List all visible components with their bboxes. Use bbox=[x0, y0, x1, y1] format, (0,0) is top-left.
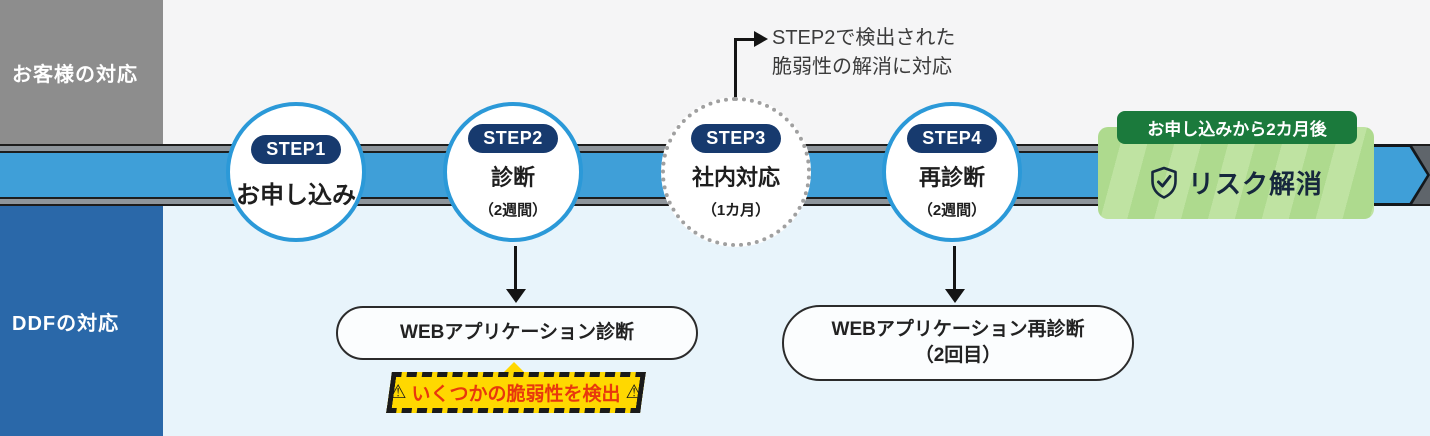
annotation-arrow-vertical bbox=[734, 38, 737, 98]
step2-badge: STEP2 bbox=[468, 124, 558, 153]
step2-down-arrow-line bbox=[514, 246, 517, 290]
step4-down-arrow-line bbox=[953, 246, 956, 290]
step3-title: 社内対応 bbox=[691, 165, 780, 190]
step3-circle: STEP3 社内対応 （1カ月） bbox=[661, 97, 811, 247]
step4-down-arrowhead-icon bbox=[945, 289, 965, 303]
warning-triangle-icon: ⚠ bbox=[389, 382, 407, 403]
step2-circle: STEP2 診断 （2週間） bbox=[443, 102, 583, 242]
web-app-rediagnosis-box: WEBアプリケーション再診断 （2回目） bbox=[782, 305, 1134, 381]
warning-banner-notch bbox=[503, 362, 525, 373]
step2-down-arrowhead-icon bbox=[506, 289, 526, 303]
step3-duration: （1カ月） bbox=[701, 202, 771, 219]
background-bottom bbox=[0, 206, 1430, 436]
annotation-line2: 脆弱性の解消に対応 bbox=[772, 56, 952, 78]
step4-circle: STEP4 再診断 （2週間） bbox=[882, 102, 1022, 242]
step4-duration: （2週間） bbox=[917, 202, 987, 219]
two-months-badge: お申し込みから2カ月後 bbox=[1117, 111, 1357, 144]
web-app-rediagnosis-line1: WEBアプリケーション再診断 bbox=[831, 319, 1085, 341]
sidebar-customer-response: お客様の対応 bbox=[0, 0, 163, 144]
step2-title: 診断 bbox=[490, 165, 535, 190]
warning-banner-label: いくつかの脆弱性を検出 bbox=[411, 384, 621, 405]
web-app-rediagnosis-line2: （2回目） bbox=[914, 345, 1002, 366]
step4-title: 再診断 bbox=[918, 165, 985, 190]
web-app-diagnosis-label: WEBアプリケーション診断 bbox=[400, 322, 634, 344]
step1-badge: STEP1 bbox=[251, 134, 341, 164]
shield-check-icon bbox=[1151, 166, 1177, 199]
step1-circle: STEP1 お申し込み bbox=[226, 102, 366, 242]
step1-title: お申し込み bbox=[236, 181, 356, 209]
annotation-arrow-horizontal bbox=[734, 38, 755, 41]
warning-banner: ⚠ いくつかの脆弱性を検出 ⚠ bbox=[389, 372, 643, 413]
warning-triangle-icon: ⚠ bbox=[625, 382, 643, 403]
step4-badge: STEP4 bbox=[907, 124, 997, 153]
risk-resolved-label: リスク解消 bbox=[1187, 168, 1323, 199]
step2-duration: （2週間） bbox=[478, 202, 548, 219]
annotation-line1: STEP2で検出された bbox=[772, 27, 956, 49]
sidebar-customer-label: お客様の対応 bbox=[12, 63, 138, 86]
step3-badge: STEP3 bbox=[691, 124, 781, 153]
sidebar-ddf-response: DDFの対応 bbox=[0, 206, 163, 436]
web-app-diagnosis-box: WEBアプリケーション診断 bbox=[336, 306, 698, 360]
annotation-arrowhead-icon bbox=[754, 31, 768, 47]
annotation-text: STEP2で検出された 脆弱性の解消に対応 bbox=[772, 24, 955, 82]
sidebar-ddf-label: DDFの対応 bbox=[12, 312, 120, 335]
